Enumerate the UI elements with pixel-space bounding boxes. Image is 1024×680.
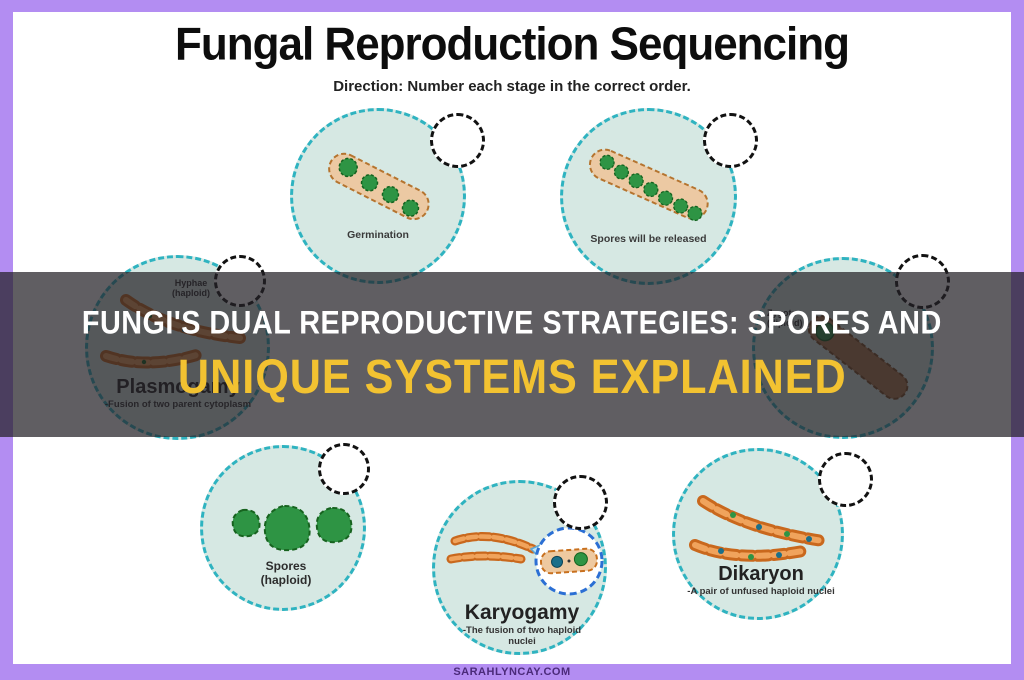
stage-circle-dikaryon: Dikaryon -A pair of unfused haploid nucl… [672, 448, 844, 620]
dikaryon-drawing [689, 495, 829, 562]
spores-haploid-drawing [231, 504, 353, 552]
karyogamy-drawing [446, 526, 604, 596]
spores-haploid-line2: (haploid) [260, 572, 312, 587]
page-title: Fungal Reproduction Sequencing [175, 18, 850, 71]
spores-released-drawing [588, 148, 709, 222]
banner-line-1: FUNGI'S DUAL REPRODUCTIVE STRATEGIES: SP… [82, 305, 942, 341]
dikaryon-label: Dikaryon [718, 563, 804, 585]
dikaryon-description: -A pair of unfused haploid nuclei [687, 586, 835, 597]
answer-blank-circle[interactable] [318, 443, 370, 495]
footer-bar: SARAHLYNCAY.COM [0, 664, 1024, 680]
karyogamy-label: Karyogamy [464, 601, 580, 624]
answer-blank-circle[interactable] [430, 113, 485, 168]
answer-blank-circle[interactable] [553, 475, 608, 530]
karyogamy-description: -The fusion of two haploid nuclei [462, 625, 582, 647]
direction-text: Direction: Number each stage in the corr… [333, 78, 691, 95]
answer-blank-circle[interactable] [703, 113, 758, 168]
banner-overlay: FUNGI'S DUAL REPRODUCTIVE STRATEGIES: SP… [0, 272, 1024, 437]
spores-haploid-label: Spores (haploid) [231, 559, 341, 588]
spores-haploid-line1: Spores [265, 559, 307, 573]
stage-circle-karyogamy: Karyogamy -The fusion of two haploid nuc… [432, 480, 607, 655]
germination-label: Germination [347, 229, 409, 241]
frame-border-top [0, 0, 1024, 12]
spores-released-label: Spores will be released [590, 233, 707, 245]
banner-line-2: UNIQUE SYSTEMS EXPLAINED [177, 348, 847, 404]
germination-hypha-drawing [328, 152, 430, 221]
website-url: SARAHLYNCAY.COM [453, 666, 571, 678]
answer-blank-circle[interactable] [818, 452, 873, 507]
